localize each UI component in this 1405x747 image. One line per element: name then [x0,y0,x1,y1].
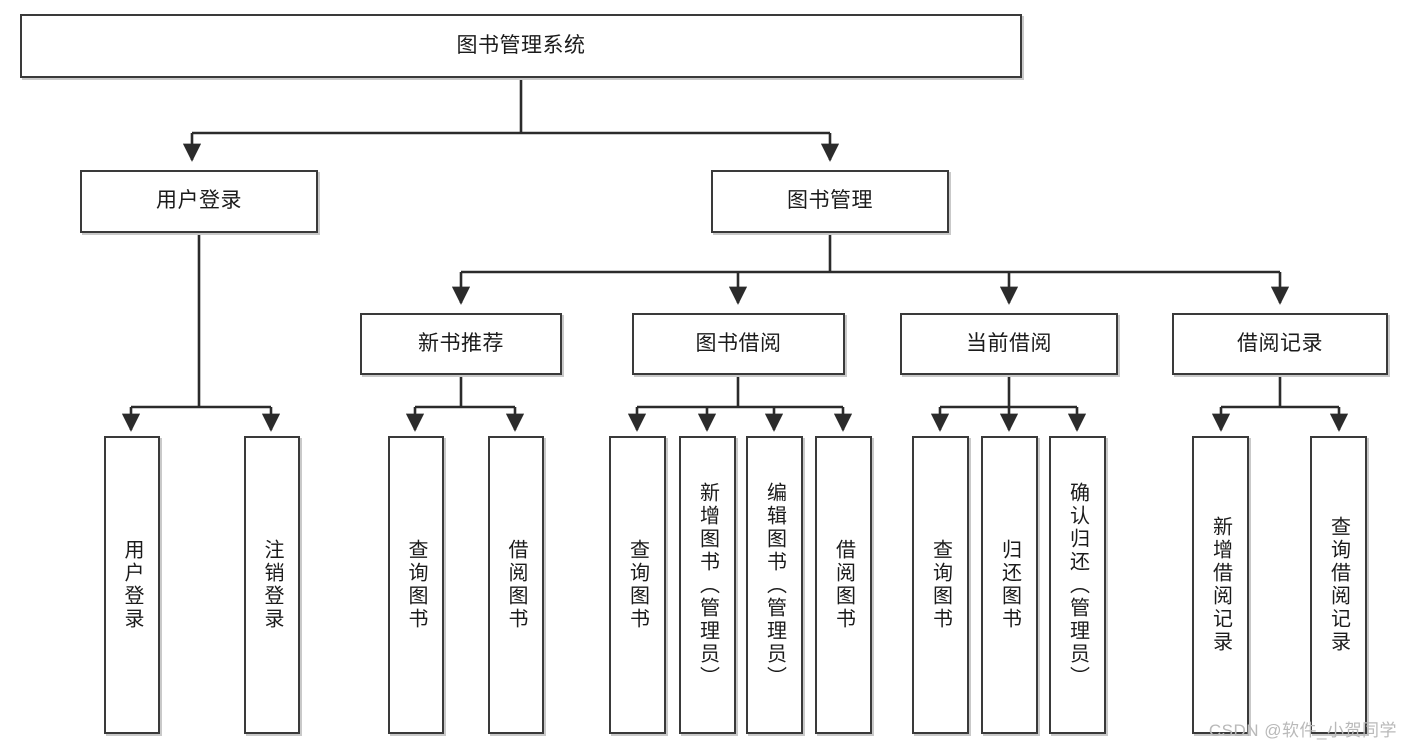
node-user-login[interactable]: 用户登录 [80,170,318,233]
node-leaf-add-record-label: 新增借阅记录 [1209,516,1232,654]
node-leaf-user-logout[interactable]: 注销登录 [244,436,300,734]
node-leaf-user-login-label: 用户登录 [121,539,143,631]
node-leaf-add-record[interactable]: 新增借阅记录 [1192,436,1249,734]
node-leaf-query-book-1[interactable]: 查询图书 [388,436,444,734]
node-new-book-recommend-label: 新书推荐 [418,331,504,355]
node-leaf-query-book-2[interactable]: 查询图书 [609,436,666,734]
node-leaf-edit-book[interactable]: 编辑图书（管理员） [746,436,803,734]
node-leaf-borrow-book-2[interactable]: 借阅图书 [815,436,872,734]
node-leaf-confirm-return[interactable]: 确认归还（管理员） [1049,436,1106,734]
node-user-login-label: 用户登录 [156,189,242,213]
node-book-management-label: 图书管理 [787,189,873,213]
node-book-management[interactable]: 图书管理 [711,170,949,233]
node-leaf-add-book[interactable]: 新增图书（管理员） [679,436,736,734]
node-leaf-user-logout-label: 注销登录 [261,539,283,631]
node-leaf-borrow-book-1[interactable]: 借阅图书 [488,436,544,734]
node-root-label: 图书管理系统 [456,33,586,57]
node-leaf-confirm-return-label: 确认归还（管理员） [1066,481,1089,689]
node-leaf-query-book-2-label: 查询图书 [626,539,649,631]
node-root[interactable]: 图书管理系统 [20,14,1022,78]
node-leaf-return-book[interactable]: 归还图书 [981,436,1038,734]
node-book-borrow[interactable]: 图书借阅 [632,313,845,375]
node-leaf-query-book-1-label: 查询图书 [405,539,427,631]
watermark-text: CSDN @软件_小贺同学 [1208,721,1397,740]
node-leaf-add-book-label: 新增图书（管理员） [696,481,719,689]
node-leaf-query-book-3-label: 查询图书 [929,539,952,631]
node-leaf-user-login[interactable]: 用户登录 [104,436,160,734]
node-leaf-borrow-book-1-label: 借阅图书 [505,539,527,631]
node-new-book-recommend[interactable]: 新书推荐 [360,313,562,375]
node-leaf-borrow-book-2-label: 借阅图书 [832,539,855,631]
node-book-borrow-label: 图书借阅 [695,331,782,355]
node-leaf-query-book-3[interactable]: 查询图书 [912,436,969,734]
node-current-borrow-label: 当前借阅 [966,331,1052,355]
node-borrow-record-label: 借阅记录 [1237,331,1323,355]
node-leaf-query-record[interactable]: 查询借阅记录 [1310,436,1367,734]
node-current-borrow[interactable]: 当前借阅 [900,313,1118,375]
node-leaf-query-record-label: 查询借阅记录 [1327,516,1350,654]
node-leaf-return-book-label: 归还图书 [998,539,1021,631]
node-leaf-edit-book-label: 编辑图书（管理员） [763,481,786,689]
node-borrow-record[interactable]: 借阅记录 [1172,313,1388,375]
